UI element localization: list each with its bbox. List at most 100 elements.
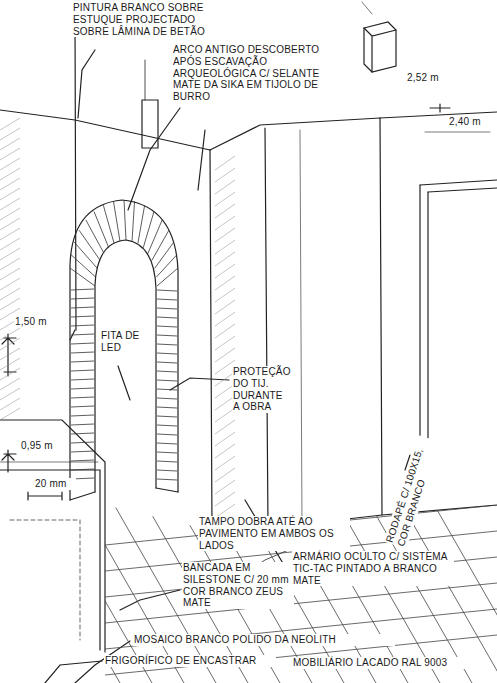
sketch-stroke xyxy=(0,198,20,210)
sketch-stroke xyxy=(157,335,177,336)
sketch-stroke xyxy=(215,300,235,314)
sketch-stroke xyxy=(124,200,126,240)
sketch-stroke xyxy=(215,432,235,446)
sketch-stroke xyxy=(0,358,20,370)
sketch-stroke xyxy=(70,200,178,500)
sketch-stroke xyxy=(71,379,94,380)
height-dimension: 0,95 m xyxy=(20,440,62,452)
sketch-stroke xyxy=(215,456,235,470)
sketch-stroke xyxy=(0,378,20,390)
sketch-stroke xyxy=(105,635,497,675)
cabinet-note: ARMÁRIO OCULTO C/ SISTEMA TIC-TAC PINTAD… xyxy=(292,551,454,586)
sketch-stroke xyxy=(0,278,20,290)
sketch-stroke xyxy=(68,480,188,683)
sketch-stroke xyxy=(71,460,94,461)
sketch-stroke xyxy=(0,470,100,650)
sketch-stroke xyxy=(0,208,20,220)
sketch-stroke xyxy=(0,178,20,190)
sketch-stroke xyxy=(71,325,94,326)
sketch-stroke xyxy=(0,238,20,250)
sketch-stroke xyxy=(215,444,235,458)
sketch-stroke xyxy=(0,188,20,200)
sketch-stroke xyxy=(0,480,497,683)
height-dimension: 2,40 m xyxy=(448,116,494,128)
sketch-stroke xyxy=(210,150,212,530)
sketch-stroke xyxy=(74,242,97,268)
sketch-stroke xyxy=(0,148,20,160)
sketch-stroke xyxy=(71,388,94,389)
sketch-stroke xyxy=(157,425,177,426)
sketch-stroke xyxy=(215,480,235,494)
sketch-stroke xyxy=(71,298,94,299)
sketch-stroke xyxy=(0,128,20,140)
sketch-stroke xyxy=(215,216,235,230)
sketch-stroke xyxy=(425,132,490,133)
sketch-stroke xyxy=(215,204,235,218)
arch-note: ARCO ANTIGO DESCOBERTO APÓS ESCAVAÇÃO AR… xyxy=(172,44,344,103)
sketch-stroke xyxy=(157,326,177,327)
sketch-stroke xyxy=(132,201,134,241)
sketch-stroke xyxy=(427,192,428,460)
sketch-stroke xyxy=(419,185,420,462)
sketch-stroke xyxy=(170,378,229,390)
sketch-stroke xyxy=(157,371,177,372)
sketch-stroke xyxy=(215,348,235,362)
sketch-stroke xyxy=(2,334,16,376)
sketch-stroke xyxy=(0,328,20,340)
sketch-stroke xyxy=(71,424,94,425)
sketch-stroke xyxy=(0,248,20,260)
finish-note: PINTURA BRANCO SOBRE ESTUQUE PROJECTADO … xyxy=(72,2,234,37)
sketch-stroke xyxy=(215,276,235,290)
sketch-stroke xyxy=(0,480,60,683)
skirting-note: RODAPÉ C/ 100X15, COR BRANCO xyxy=(383,435,440,549)
sketch-stroke xyxy=(120,590,180,610)
sketch-stroke xyxy=(157,268,178,286)
sketch-stroke xyxy=(118,366,130,400)
sketch-stroke xyxy=(215,192,235,206)
sketch-stroke xyxy=(157,407,177,408)
sketch-stroke xyxy=(215,492,235,506)
sketch-stroke xyxy=(364,28,396,72)
sketch-stroke xyxy=(142,100,158,148)
sketch-stroke xyxy=(364,22,396,72)
sketch-stroke xyxy=(157,416,177,417)
sketch-stroke xyxy=(0,118,20,130)
sketch-stroke xyxy=(71,406,94,407)
height-dimension: 2,52 m xyxy=(406,72,450,84)
sketch-stroke xyxy=(215,228,235,242)
sketch-stroke xyxy=(71,451,94,452)
worktop-note: TAMPO DOBRA ATÉ AO PAVIMENTO EM AMBOS OS… xyxy=(198,516,350,551)
sketch-stroke xyxy=(157,362,177,363)
sketch-stroke xyxy=(71,352,94,353)
lighting-note: FITA DE LED xyxy=(100,330,142,354)
sketch-stroke xyxy=(71,343,94,344)
sketch-stroke xyxy=(71,307,94,308)
sketch-stroke xyxy=(28,492,62,500)
sketch-stroke xyxy=(215,336,235,350)
sketch-stroke xyxy=(0,368,20,380)
sketch-stroke xyxy=(0,118,235,518)
furniture-note: MOBILIÁRIO LACADO RAL 9003 xyxy=(292,657,489,669)
sketch-stroke xyxy=(148,220,162,254)
sketch-stroke xyxy=(215,312,235,326)
sketch-stroke xyxy=(0,158,20,170)
sketch-stroke xyxy=(0,408,20,420)
sketch-stroke xyxy=(0,420,105,652)
sketch-stroke xyxy=(138,205,145,243)
sketch-stroke xyxy=(215,252,235,266)
sketch-stroke xyxy=(79,230,100,260)
sketch-stroke xyxy=(157,344,177,345)
sketch-stroke xyxy=(157,380,177,381)
sketch-stroke xyxy=(430,104,450,112)
height-dimension: 1,50 m xyxy=(14,316,56,328)
sketch-stroke xyxy=(157,353,177,354)
sketch-stroke xyxy=(215,324,235,338)
sketch-stroke xyxy=(156,255,177,277)
sketch-stroke xyxy=(0,348,20,360)
sketch-stroke xyxy=(265,128,268,528)
sketch-stroke xyxy=(71,361,94,362)
sketch-stroke xyxy=(0,218,20,230)
sketch-stroke xyxy=(0,288,20,300)
